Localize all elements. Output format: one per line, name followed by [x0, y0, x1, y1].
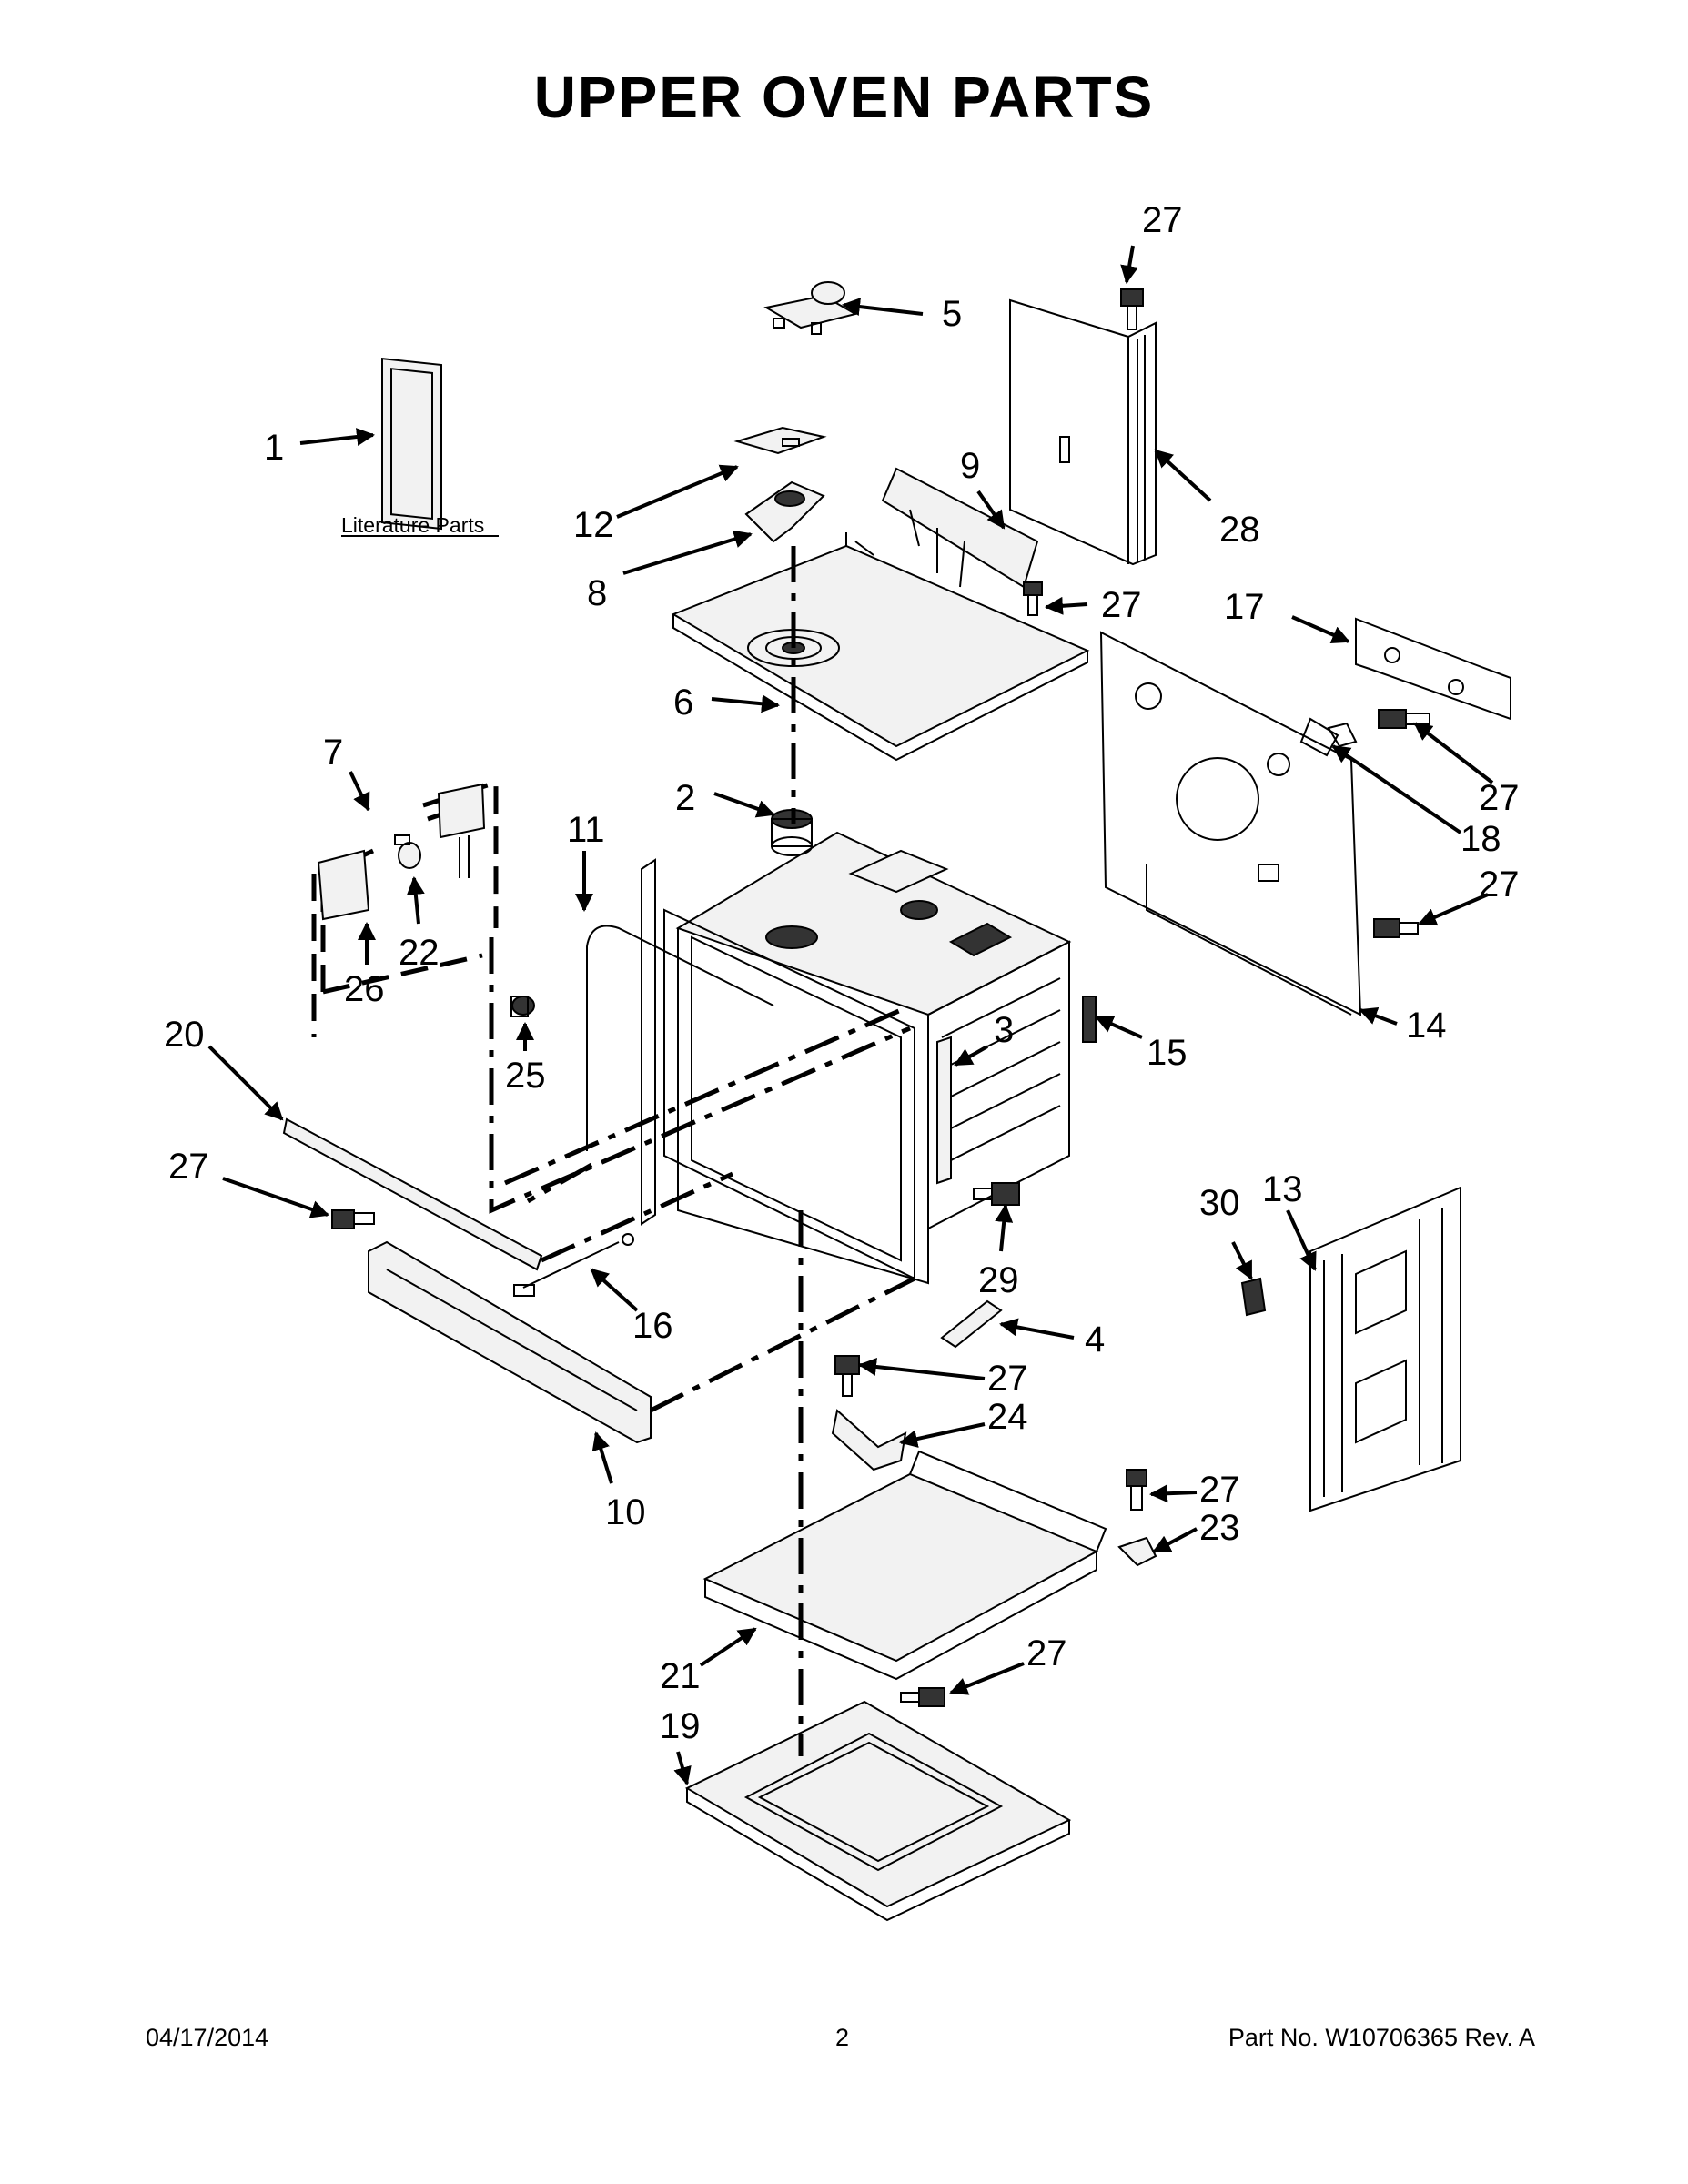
footer-part-number: Part No. W10706365 Rev. A [1228, 2024, 1535, 2051]
clip-part-15 [1082, 996, 1097, 1043]
switch-part-5 [763, 281, 858, 335]
bracket-part-4 [940, 1299, 1003, 1349]
plug-part-25 [510, 996, 535, 1017]
callout-27-rear-upper: 27 [1479, 778, 1520, 818]
vent-part-9 [881, 467, 1039, 589]
back-panel-part-14 [1099, 631, 1362, 1016]
screw-part-29 [973, 1182, 1020, 1206]
callout-27-part-23: 27 [1199, 1470, 1240, 1510]
screw-27-top [1120, 288, 1144, 330]
callout-22: 22 [399, 933, 440, 973]
screw-27-left [331, 1209, 375, 1229]
screw-27-right-2 [1373, 918, 1419, 938]
callout-27-top: 27 [1142, 200, 1183, 240]
callout-30: 30 [1199, 1183, 1240, 1223]
literature-parts [341, 358, 499, 537]
bulb-part-22 [394, 834, 421, 869]
bracket-part-8 [744, 480, 825, 543]
oven-cavity [641, 831, 1072, 1285]
callout-23: 23 [1199, 1508, 1240, 1548]
callout-18: 18 [1461, 819, 1501, 859]
top-plate-part-6 [671, 532, 1090, 762]
callout-5: 5 [942, 294, 962, 334]
bracket-part-24 [831, 1409, 907, 1471]
callout-4: 4 [1085, 1320, 1105, 1360]
bracket-part-17 [1355, 617, 1511, 721]
callout-13: 13 [1262, 1169, 1303, 1209]
screw-27-lower [834, 1355, 860, 1397]
callout-19: 19 [660, 1706, 701, 1746]
callout-27-part-21: 27 [1026, 1633, 1067, 1673]
callout-27-vent: 27 [1101, 585, 1142, 625]
probe-part-16 [513, 1233, 634, 1297]
clip-part-30 [1240, 1277, 1267, 1317]
screw-27-part-23 [1126, 1469, 1147, 1511]
callout-14: 14 [1406, 1006, 1447, 1046]
screw-27-part-21 [900, 1687, 945, 1707]
callout-2: 2 [675, 778, 695, 818]
literature-label: Literature Parts [341, 513, 484, 537]
callout-21: 21 [660, 1656, 701, 1696]
footer-page-number: 2 [835, 2024, 850, 2051]
trim-part-10 [368, 1240, 652, 1444]
callout-15: 15 [1147, 1033, 1188, 1073]
callout-29: 29 [978, 1260, 1019, 1300]
callout-27-lower: 27 [987, 1359, 1028, 1399]
light-housing [437, 783, 486, 878]
footer-date: 04/17/2014 [146, 2024, 269, 2051]
callout-27-left: 27 [168, 1147, 209, 1187]
callout-28: 28 [1219, 510, 1260, 550]
callout-11: 11 [567, 810, 605, 850]
callout-1: 1 [264, 428, 284, 468]
callout-10: 10 [605, 1492, 646, 1532]
screw-27-right-1 [1378, 709, 1430, 729]
side-panel-part-13 [1309, 1186, 1461, 1512]
callout-16: 16 [632, 1306, 673, 1346]
wire-part-11 [586, 925, 774, 1151]
callout-25: 25 [505, 1056, 546, 1096]
bracket-part-23 [1117, 1536, 1157, 1567]
callout-6: 6 [673, 682, 693, 723]
rail-part-20 [282, 1117, 543, 1271]
panel-part-28 [1009, 298, 1157, 566]
callout-17: 17 [1224, 587, 1265, 627]
bottom-tray-part-19 [684, 1700, 1072, 1922]
callout-8: 8 [587, 573, 607, 613]
callout-20: 20 [164, 1015, 205, 1055]
callout-9: 9 [960, 446, 980, 486]
callout-27-rear-lower: 27 [1479, 864, 1520, 905]
screw-27-middle [1023, 581, 1043, 616]
page-title: UPPER OVEN PARTS [533, 65, 1155, 130]
callout-26: 26 [344, 969, 385, 1009]
sensor-part-18 [1327, 722, 1358, 748]
callout-12: 12 [573, 505, 614, 545]
callout-24: 24 [987, 1397, 1028, 1437]
callout-3: 3 [994, 1010, 1014, 1050]
bracket-part-12 [733, 426, 827, 455]
lens-part-26 [317, 849, 370, 921]
callout-7: 7 [323, 733, 343, 773]
